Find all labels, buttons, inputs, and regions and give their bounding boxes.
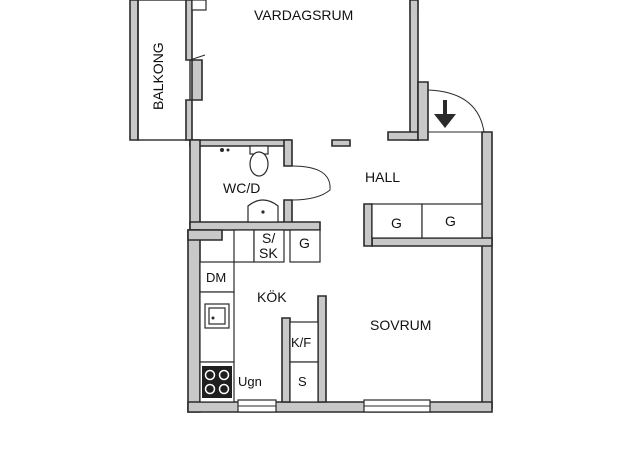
- walls: [187, 0, 493, 413]
- cabinet-label-sk-bottom: SK: [259, 245, 278, 261]
- room-label-kitchen: KÖK: [257, 288, 287, 305]
- storage-label-2: G: [445, 213, 456, 229]
- stove-icon: [202, 366, 232, 398]
- windows: [237, 399, 431, 413]
- utility-cabinets: S/ SK G: [233, 229, 321, 263]
- room-label-bedroom: SOVRUM: [370, 317, 431, 333]
- room-label-hall: HALL: [365, 169, 400, 185]
- entrance-door[interactable]: [427, 89, 485, 133]
- wc-room: WC/D: [220, 145, 331, 223]
- room-label-wc: WC/D: [223, 180, 260, 196]
- cabinet-label-sk-top: S/: [262, 230, 275, 246]
- appliance-label-fridge: K/F: [291, 335, 311, 350]
- toilet-icon: [249, 145, 269, 177]
- room-label-living: VARDAGSRUM: [254, 7, 353, 23]
- entrance-arrow-icon: [434, 100, 456, 128]
- room-label-balcony: BALKONG: [150, 42, 166, 110]
- appliance-label-oven: Ugn: [238, 374, 262, 389]
- sink-icon: [247, 199, 279, 223]
- storage-label-1: G: [391, 215, 402, 231]
- cabinet-label-s: S: [298, 374, 307, 389]
- kitchen-sink-icon: [204, 303, 230, 329]
- appliance-label-dishwasher: DM: [206, 270, 226, 285]
- hall-storage: G G: [371, 203, 483, 239]
- kitchen: DM Ugn KÖK K/F S: [199, 261, 319, 403]
- storage-label-3: G: [299, 235, 310, 251]
